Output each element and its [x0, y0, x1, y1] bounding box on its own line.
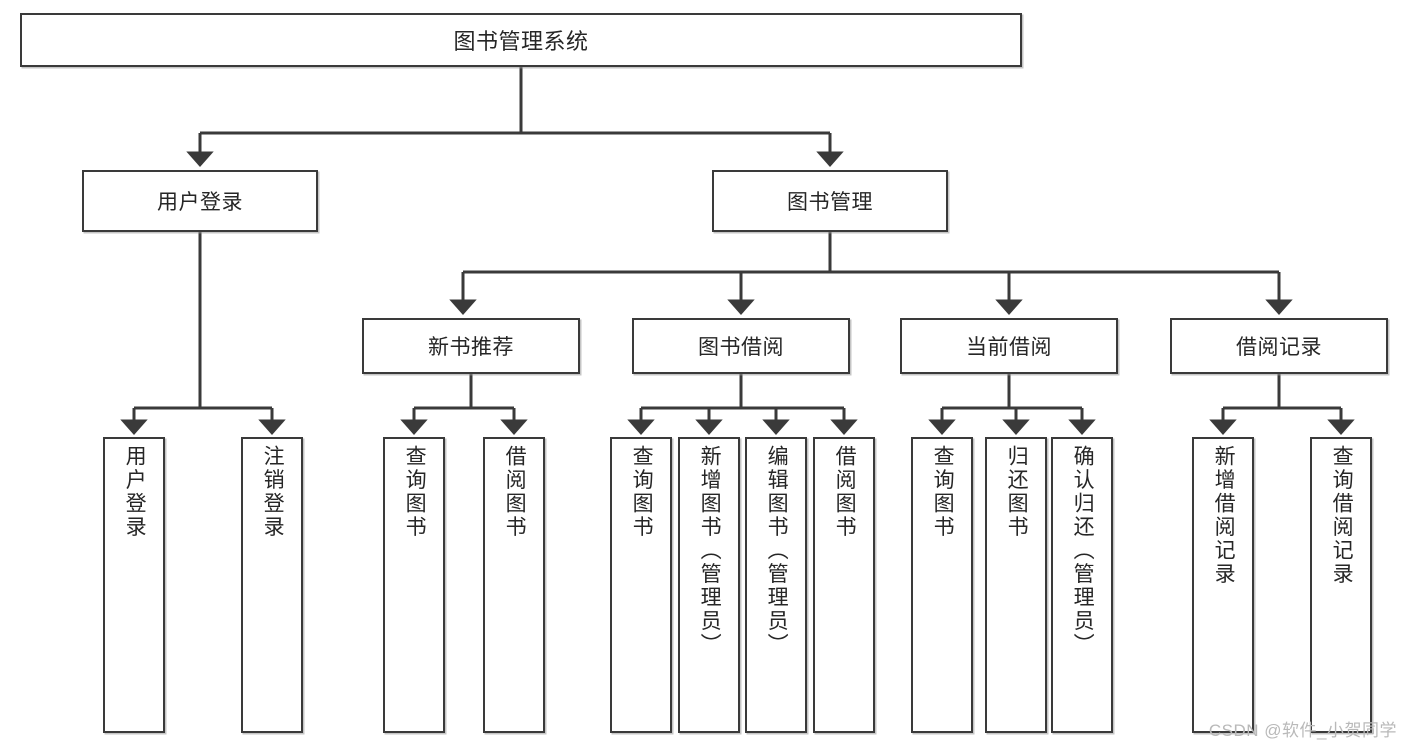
node-user-login[interactable]: 用户登录 — [82, 170, 318, 232]
node-book-manage[interactable]: 图书管理 — [712, 170, 948, 232]
node-leaf-add-borrow-record[interactable]: 新增借阅记录 — [1192, 437, 1254, 733]
node-leaf-confirm-return-admin[interactable]: 确认归还（管理员） — [1051, 437, 1113, 733]
node-root-label: 图书管理系统 — [453, 29, 589, 54]
node-leaf-add-borrow-record-label: 新增借阅记录 — [1212, 445, 1236, 586]
node-leaf-borrow-book-recommend-label: 借阅图书 — [503, 445, 527, 539]
node-current-borrow-label: 当前借阅 — [966, 336, 1052, 359]
node-leaf-query-book-recommend[interactable]: 查询图书 — [383, 437, 445, 733]
node-current-borrow[interactable]: 当前借阅 — [900, 318, 1118, 374]
node-leaf-logout-login-label: 注销登录 — [261, 445, 285, 539]
node-leaf-query-borrow-record-label: 查询借阅记录 — [1330, 445, 1354, 586]
node-new-book-recommend[interactable]: 新书推荐 — [362, 318, 580, 374]
node-user-login-label: 用户登录 — [157, 191, 243, 214]
node-borrow-record[interactable]: 借阅记录 — [1170, 318, 1388, 374]
node-leaf-user-login-label: 用户登录 — [123, 445, 147, 539]
node-root-book-management-system[interactable]: 图书管理系统 — [20, 13, 1022, 67]
node-new-book-recommend-label: 新书推荐 — [428, 336, 514, 359]
node-leaf-confirm-return-admin-label: 确认归还（管理员） — [1071, 445, 1095, 657]
node-leaf-edit-book-admin-label: 编辑图书（管理员） — [765, 445, 789, 657]
node-leaf-user-login[interactable]: 用户登录 — [103, 437, 165, 733]
node-leaf-return-book[interactable]: 归还图书 — [985, 437, 1047, 733]
node-leaf-return-book-label: 归还图书 — [1005, 445, 1029, 539]
node-borrow-record-label: 借阅记录 — [1236, 336, 1322, 359]
node-book-borrow[interactable]: 图书借阅 — [632, 318, 850, 374]
node-leaf-borrow-book[interactable]: 借阅图书 — [813, 437, 875, 733]
node-leaf-logout-login[interactable]: 注销登录 — [241, 437, 303, 733]
node-leaf-query-book-current-label: 查询图书 — [931, 445, 955, 539]
node-leaf-borrow-book-label: 借阅图书 — [833, 445, 857, 539]
node-book-borrow-label: 图书借阅 — [698, 336, 784, 359]
node-leaf-query-book-borrow-label: 查询图书 — [630, 445, 654, 539]
node-book-manage-label: 图书管理 — [787, 191, 873, 214]
node-leaf-edit-book-admin[interactable]: 编辑图书（管理员） — [745, 437, 807, 733]
node-leaf-add-book-admin[interactable]: 新增图书（管理员） — [678, 437, 740, 733]
node-leaf-query-book-borrow[interactable]: 查询图书 — [610, 437, 672, 733]
node-leaf-borrow-book-recommend[interactable]: 借阅图书 — [483, 437, 545, 733]
node-leaf-query-book-current[interactable]: 查询图书 — [911, 437, 973, 733]
node-leaf-add-book-admin-label: 新增图书（管理员） — [698, 445, 722, 657]
node-leaf-query-book-recommend-label: 查询图书 — [403, 445, 427, 539]
node-leaf-query-borrow-record[interactable]: 查询借阅记录 — [1310, 437, 1372, 733]
